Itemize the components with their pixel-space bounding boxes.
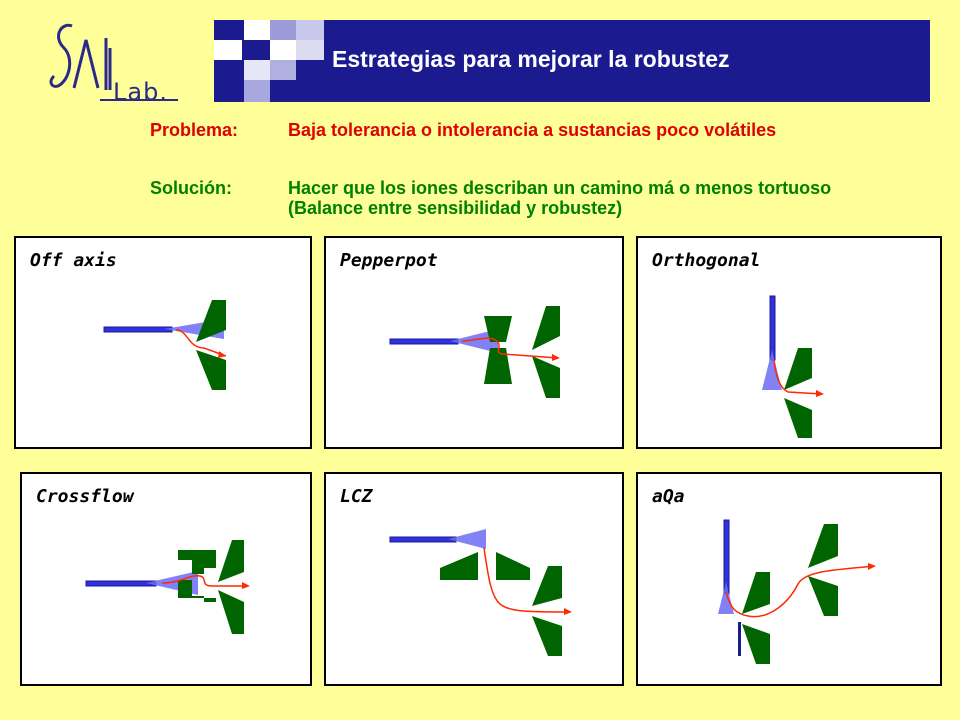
problem-label: Problema: (150, 120, 239, 140)
sai-lab-logo (40, 18, 190, 108)
decorative-squares (214, 20, 324, 102)
panel-label-off-axis: Off axis (30, 250, 117, 271)
page-title: Estrategias para mejorar la robustez (332, 46, 730, 72)
panel-off-axis: Off axis (14, 236, 312, 449)
panel-aqa: aQa (636, 472, 942, 686)
panel-label-lcz: LCZ (340, 486, 373, 507)
solution-label: Solución: (150, 178, 232, 198)
panel-label-aqa: aQa (652, 486, 685, 507)
solution-text: Hacer que los iones describan un camino … (288, 178, 832, 218)
logo-text: Lab. (113, 78, 168, 106)
problem-text: Baja tolerancia o intolerancia a sustanc… (288, 120, 777, 140)
aqa-diagram (718, 519, 876, 664)
title-bar (214, 20, 930, 102)
panel-pepperpot: Pepperpot (324, 236, 624, 449)
pepperpot-diagram (389, 306, 560, 398)
off-axis-diagram (103, 300, 227, 390)
panel-label-pepperpot: Pepperpot (340, 250, 438, 271)
crossflow-diagram (85, 540, 250, 634)
panel-lcz: LCZ (324, 472, 624, 686)
panel-label-crossflow: Crossflow (36, 486, 134, 507)
lcz-diagram (389, 529, 572, 656)
panel-orthogonal: Orthogonal (636, 236, 942, 449)
orthogonal-diagram (762, 295, 824, 438)
panel-crossflow: Crossflow (20, 472, 312, 686)
panel-label-orthogonal: Orthogonal (652, 250, 761, 271)
